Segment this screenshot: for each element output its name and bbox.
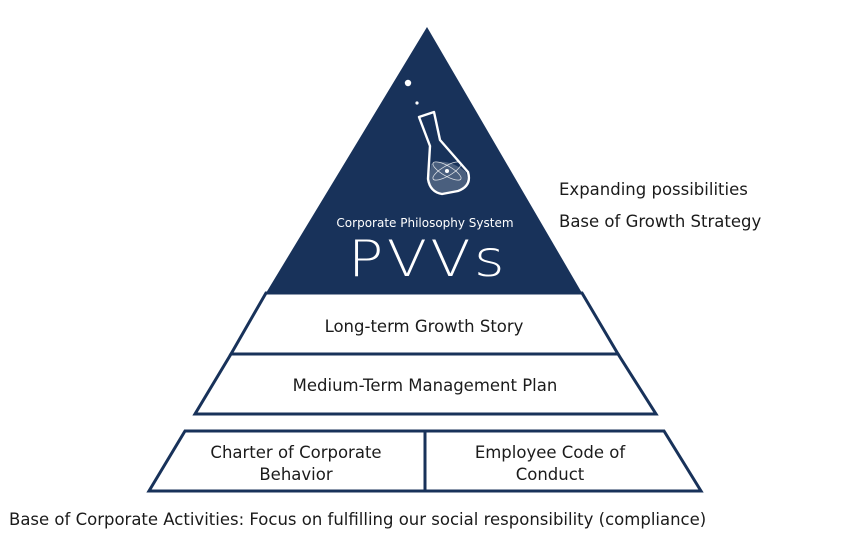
base-left-line-2: Behavior (259, 465, 332, 484)
apex-subtitle: Corporate Philosophy System (336, 216, 513, 230)
flask-icon (404, 79, 471, 196)
tier-medium-term (192, 352, 659, 416)
base-left-line-1: Charter of Corporate (210, 443, 381, 462)
base-right-line-2: Conduct (516, 465, 585, 484)
apex-title: PVVs (348, 230, 508, 288)
tier-medium-term-label: Medium-Term Management Plan (293, 376, 558, 395)
side-note-growth-base: Base of Growth Strategy (559, 212, 762, 231)
side-note-expanding: Expanding possibilities (559, 180, 748, 199)
base-caption: Base of Corporate Activities: Focus on f… (9, 510, 707, 529)
tier-long-term-label: Long-term Growth Story (325, 317, 524, 336)
base-right-line-1: Employee Code of (475, 443, 627, 462)
pyramid-apex (266, 27, 582, 293)
